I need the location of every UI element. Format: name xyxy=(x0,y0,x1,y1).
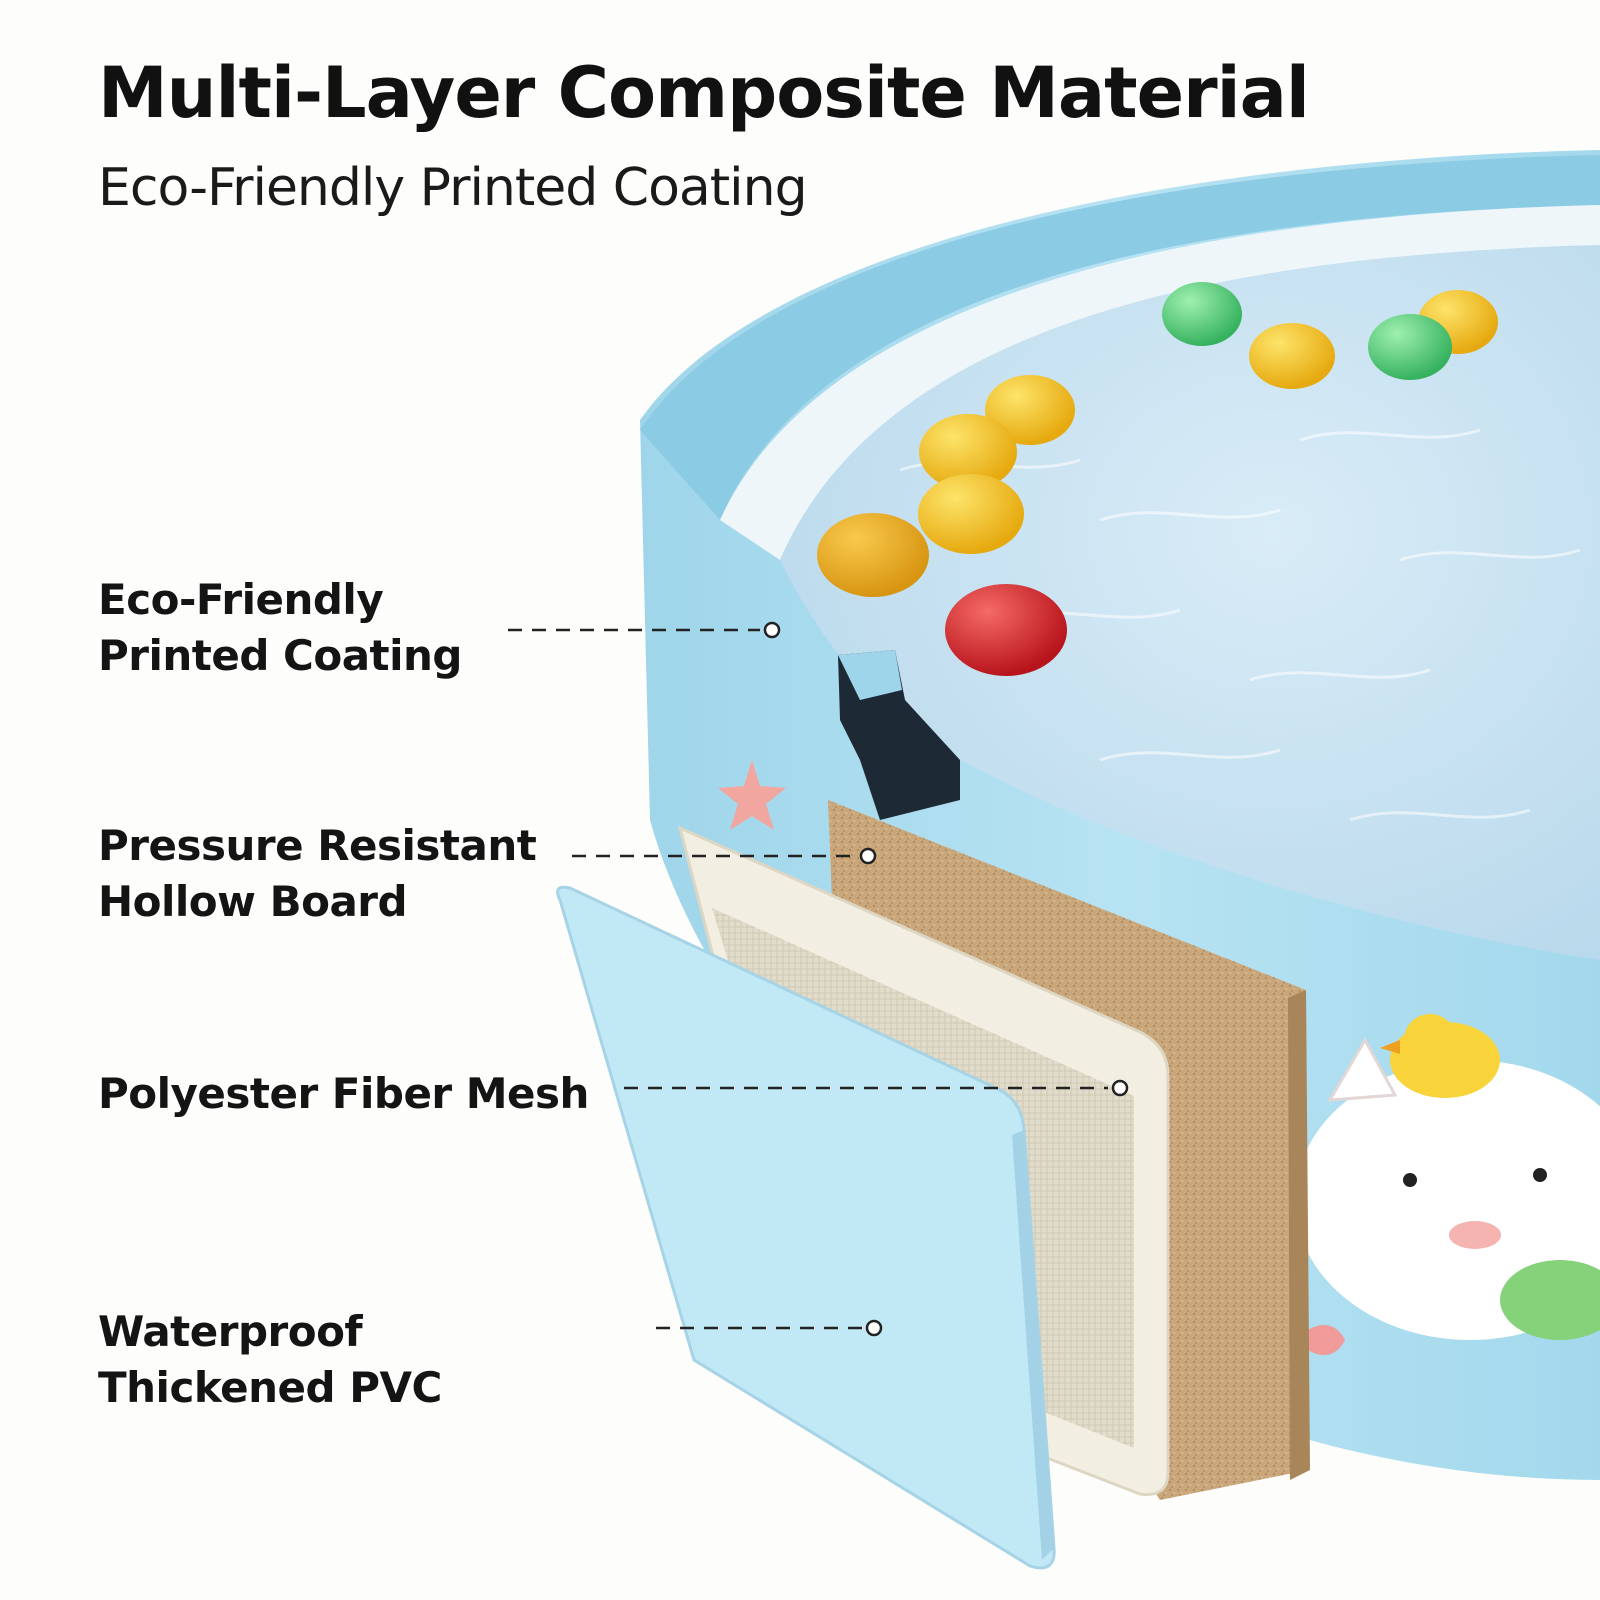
callout-leaders xyxy=(508,621,1129,1337)
floating-balls xyxy=(817,282,1498,676)
page-subtitle: Eco-Friendly Printed Coating xyxy=(98,158,808,218)
callout-line: Eco-Friendly xyxy=(98,575,384,624)
callout-line: Polyester Fiber Mesh xyxy=(98,1069,589,1118)
callout-fiber-mesh: Polyester Fiber Mesh xyxy=(98,1066,589,1122)
callout-printed-coating: Eco-Friendly Printed Coating xyxy=(98,572,463,684)
callout-line: Printed Coating xyxy=(98,631,463,680)
callout-hollow-board: Pressure Resistant Hollow Board xyxy=(98,818,537,930)
hollow-board-edge xyxy=(1288,990,1310,1480)
pvc-layer-edge xyxy=(1012,1130,1054,1560)
wall-cutaway-edge xyxy=(838,650,902,700)
pvc-layer xyxy=(556,885,1056,1570)
callout-line: Pressure Resistant xyxy=(98,821,537,870)
callout-line: Thickened PVC xyxy=(98,1363,442,1412)
page-title: Multi-Layer Composite Material xyxy=(98,52,1310,134)
callout-line: Hollow Board xyxy=(98,877,408,926)
callout-pvc: Waterproof Thickened PVC xyxy=(98,1304,442,1416)
pool-rim xyxy=(640,155,1600,520)
callout-line: Waterproof xyxy=(98,1307,363,1356)
pool-inner-liner xyxy=(720,205,1600,560)
